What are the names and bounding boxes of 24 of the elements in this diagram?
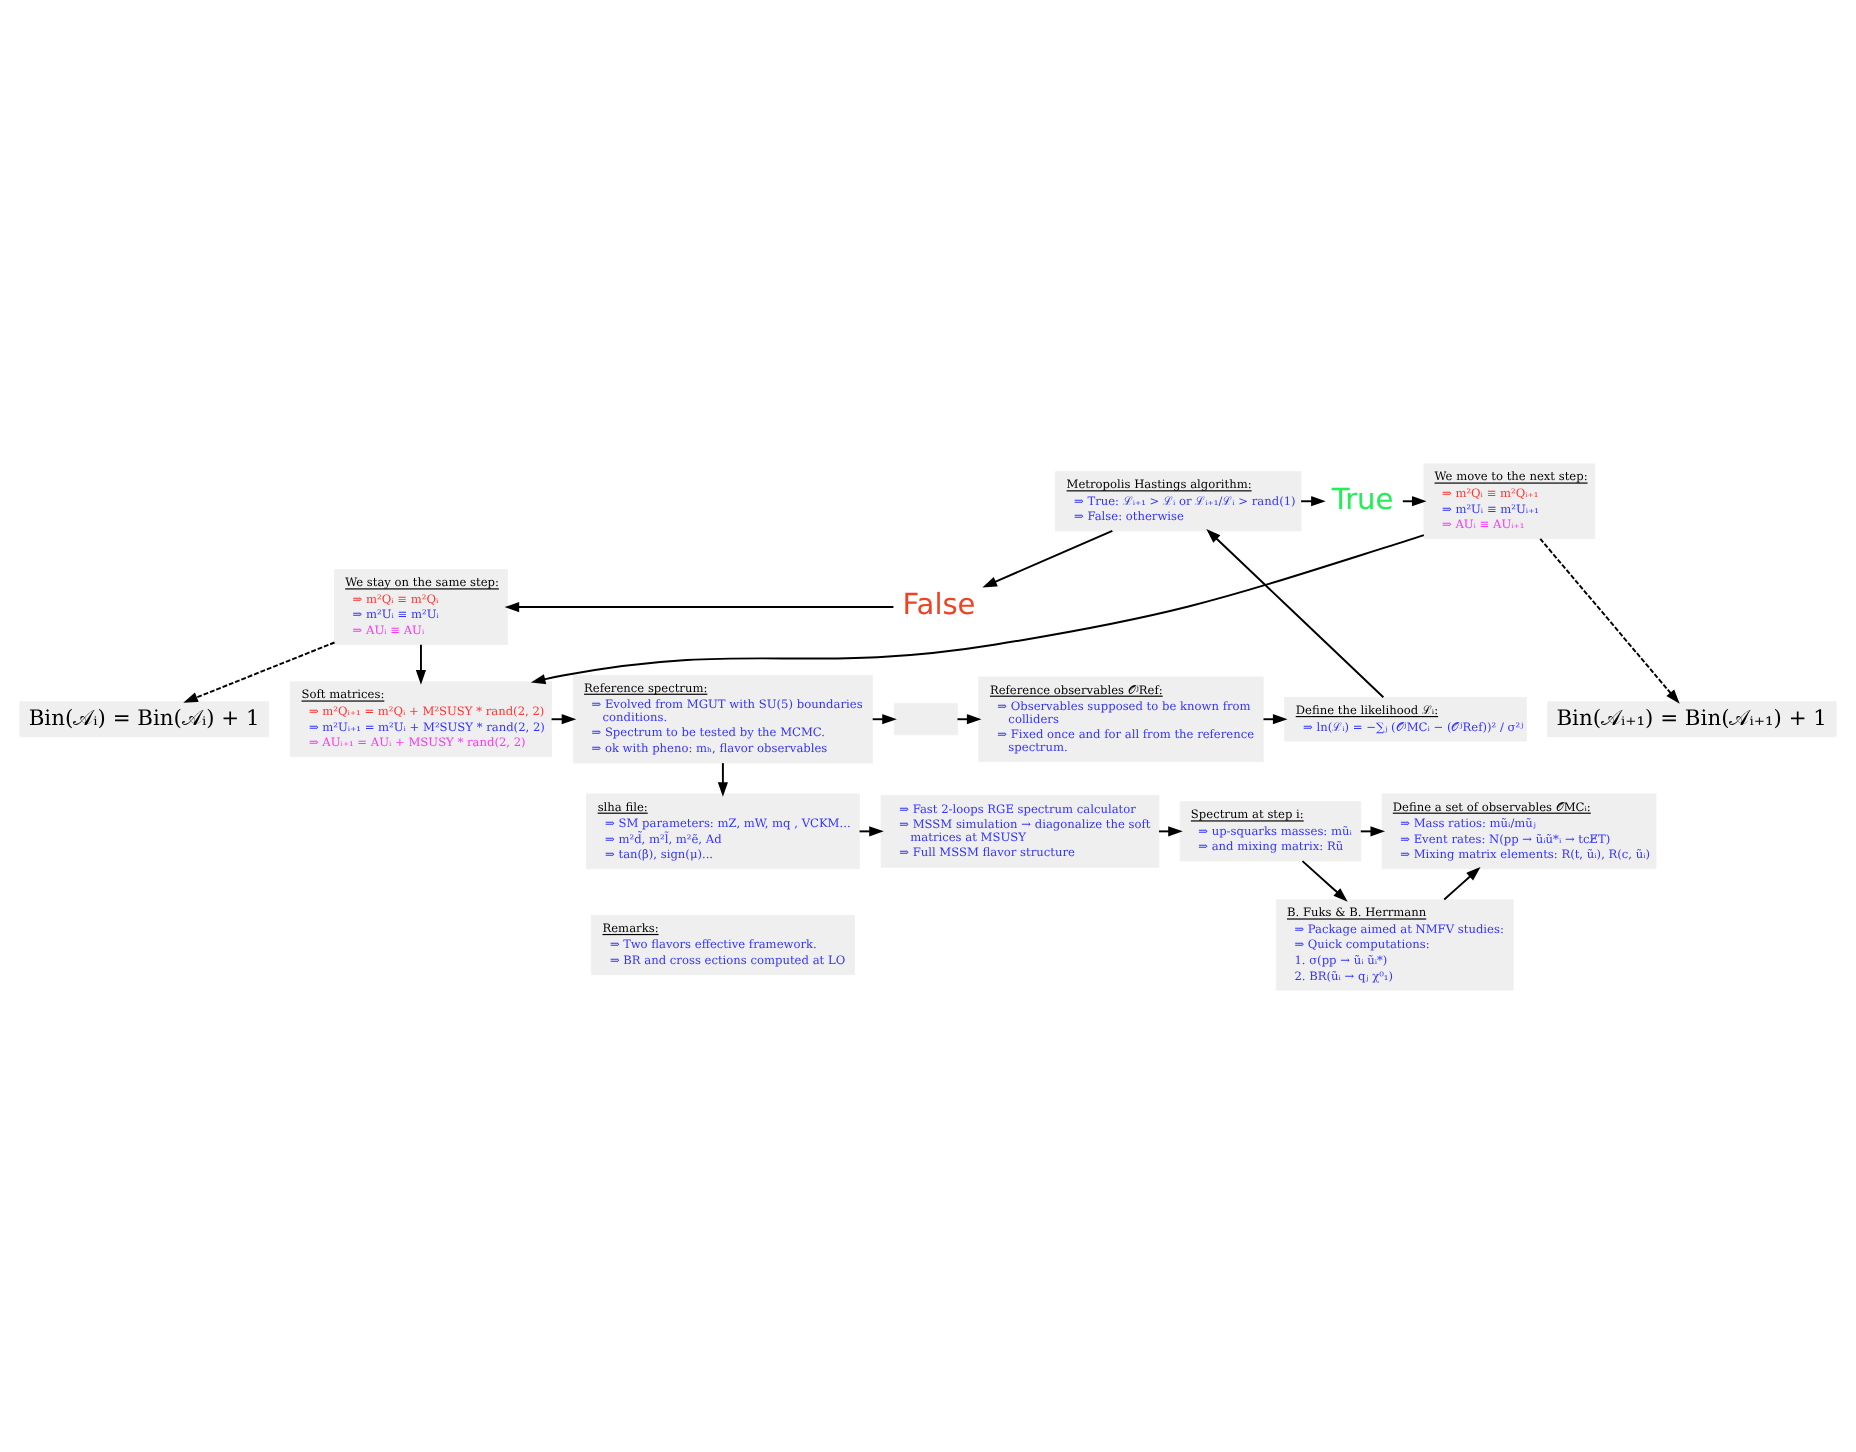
arrow xyxy=(1301,859,1348,901)
arrow xyxy=(717,761,728,796)
arrow xyxy=(1206,527,1385,698)
arrow xyxy=(530,533,1425,684)
node-box: Bin(𝒜ᵢ) = Bin(𝒜ᵢ) + 1 xyxy=(19,700,269,737)
arrow xyxy=(183,640,336,702)
arrow xyxy=(1262,713,1288,724)
arrow xyxy=(504,601,895,612)
arrow xyxy=(1401,495,1427,506)
arrow xyxy=(1157,825,1183,836)
node-text: False xyxy=(902,587,976,622)
node-text: True xyxy=(1331,481,1394,516)
arrow xyxy=(858,825,884,836)
node-box: Bin(𝒜ᵢ₊₁) = Bin(𝒜ᵢ₊₁) + 1 xyxy=(1547,700,1837,737)
arrow xyxy=(550,713,577,724)
arrow xyxy=(1539,536,1680,703)
arrow xyxy=(1443,865,1481,900)
arrow xyxy=(415,642,427,684)
arrow xyxy=(1359,825,1386,836)
arrow xyxy=(982,528,1114,587)
arrow xyxy=(1300,495,1326,506)
arrow xyxy=(956,713,982,724)
arrow xyxy=(871,713,897,724)
node-box xyxy=(893,702,958,735)
